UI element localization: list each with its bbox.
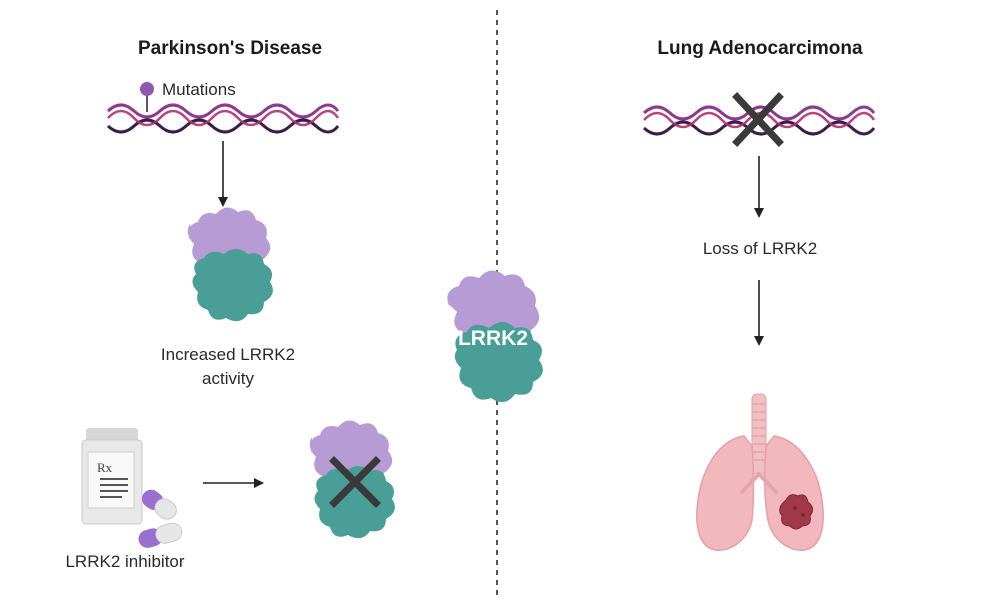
tumor-icon: [779, 494, 814, 530]
left-panel-title: Parkinson's Disease: [137, 38, 323, 59]
loss-label: Loss of LRRK2: [702, 239, 818, 258]
pill-bottle-icon: Rx: [81, 428, 143, 525]
increased-activity-label-line1: Increased LRRK2: [160, 345, 296, 364]
rx-label: Rx: [97, 460, 113, 475]
inhibitor-label: LRRK2 inhibitor: [65, 552, 185, 571]
dna-loss-cross-icon: [732, 92, 784, 147]
kinase-inhibited-icon: [309, 420, 395, 539]
kinase-active-icon: [187, 207, 273, 322]
mutations-label: Mutations: [162, 80, 236, 99]
increased-activity-label-line2: activity: [202, 369, 254, 388]
right-panel-title: Lung Adenocarcimona: [657, 38, 863, 59]
lrrk2-center-label: LRRK2: [458, 327, 528, 350]
lungs-icon: [696, 393, 824, 551]
kinase-lrrk2-center-icon: [447, 270, 543, 403]
inhibition-cross-icon: [329, 456, 381, 508]
dna-strand-left: [106, 103, 340, 134]
mutation-marker-icon: [140, 82, 154, 112]
capsule-icon: [138, 489, 183, 548]
